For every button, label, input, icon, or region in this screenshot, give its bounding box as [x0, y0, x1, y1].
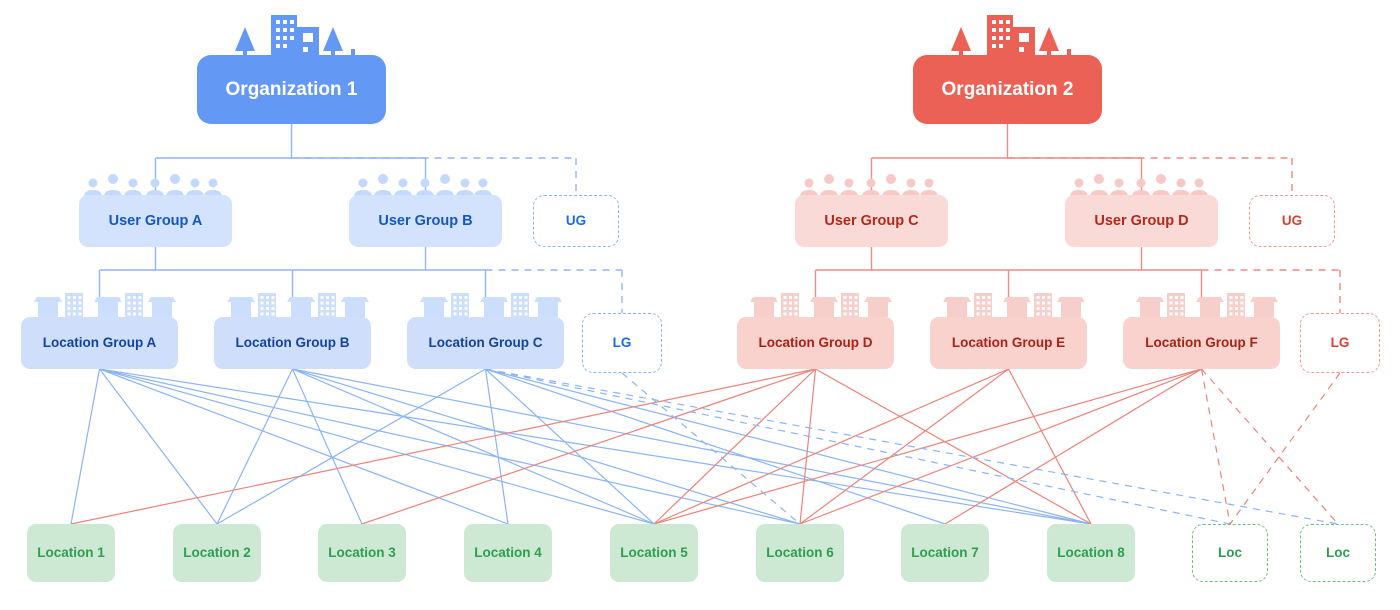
location-group-placeholder-2[interactable]: LG — [1300, 313, 1380, 373]
location-group-node-c-label: Location Group C — [428, 335, 543, 351]
organization-node-2-label: Organization 2 — [941, 78, 1074, 100]
location-node-2-label: Location 2 — [183, 545, 251, 561]
location-node-5-label: Location 5 — [620, 545, 688, 561]
user-group-placeholder-2-label: UG — [1281, 213, 1303, 229]
people-group-icon — [79, 173, 232, 197]
buildings-icon — [214, 287, 371, 319]
location-placeholder-1-label: Loc — [1217, 545, 1242, 561]
location-node-8[interactable]: Location 8 — [1047, 524, 1135, 582]
location-node-6-label: Location 6 — [766, 545, 834, 561]
location-placeholder-2[interactable]: Loc — [1300, 524, 1376, 582]
location-node-8-label: Location 8 — [1057, 545, 1125, 561]
user-group-node-c-label: User Group C — [824, 212, 919, 229]
people-group-icon — [795, 173, 948, 197]
people-group-icon — [349, 173, 502, 197]
location-group-node-a-label: Location Group A — [42, 335, 157, 351]
user-group-node-d-label: User Group D — [1094, 212, 1189, 229]
location-node-4[interactable]: Location 4 — [464, 524, 552, 582]
user-group-node-d[interactable]: User Group D — [1065, 195, 1218, 247]
user-group-placeholder-2[interactable]: UG — [1249, 195, 1335, 247]
location-node-3-label: Location 3 — [328, 545, 396, 561]
location-node-5[interactable]: Location 5 — [610, 524, 698, 582]
location-group-node-b-label: Location Group B — [235, 335, 350, 351]
location-node-1-label: Location 1 — [37, 545, 105, 561]
user-group-placeholder-1-label: UG — [565, 213, 587, 229]
location-group-node-a[interactable]: Location Group A — [21, 317, 178, 369]
location-node-1[interactable]: Location 1 — [27, 524, 115, 582]
location-placeholder-1[interactable]: Loc — [1192, 524, 1268, 582]
location-group-node-f[interactable]: Location Group F — [1123, 317, 1280, 369]
location-node-7[interactable]: Location 7 — [901, 524, 989, 582]
buildings-icon — [407, 287, 564, 319]
user-group-node-c[interactable]: User Group C — [795, 195, 948, 247]
location-group-placeholder-1[interactable]: LG — [582, 313, 662, 373]
location-group-node-b[interactable]: Location Group B — [214, 317, 371, 369]
location-group-node-d-label: Location Group D — [758, 335, 873, 351]
location-node-6[interactable]: Location 6 — [756, 524, 844, 582]
location-group-node-e-label: Location Group E — [951, 335, 1066, 351]
user-group-node-a-label: User Group A — [108, 212, 203, 229]
buildings-icon — [930, 287, 1087, 319]
people-group-icon — [1065, 173, 1218, 197]
buildings-icon — [21, 287, 178, 319]
location-group-node-c[interactable]: Location Group C — [407, 317, 564, 369]
organization-node-2[interactable]: Organization 2 — [913, 55, 1102, 124]
location-group-node-d[interactable]: Location Group D — [737, 317, 894, 369]
organization-node-1[interactable]: Organization 1 — [197, 55, 386, 124]
user-group-node-a[interactable]: User Group A — [79, 195, 232, 247]
buildings-icon — [1123, 287, 1280, 319]
location-group-placeholder-1-label: LG — [612, 335, 632, 351]
location-group-node-e[interactable]: Location Group E — [930, 317, 1087, 369]
location-placeholder-2-label: Loc — [1325, 545, 1350, 561]
location-node-2[interactable]: Location 2 — [173, 524, 261, 582]
buildings-icon — [737, 287, 894, 319]
location-group-node-f-label: Location Group F — [1145, 335, 1258, 351]
location-node-4-label: Location 4 — [474, 545, 542, 561]
user-group-placeholder-1[interactable]: UG — [533, 195, 619, 247]
organization-node-1-label: Organization 1 — [225, 78, 358, 100]
user-group-node-b[interactable]: User Group B — [349, 195, 502, 247]
location-group-placeholder-2-label: LG — [1330, 335, 1350, 351]
location-node-3[interactable]: Location 3 — [318, 524, 406, 582]
location-node-7-label: Location 7 — [911, 545, 979, 561]
user-group-node-b-label: User Group B — [378, 212, 473, 229]
